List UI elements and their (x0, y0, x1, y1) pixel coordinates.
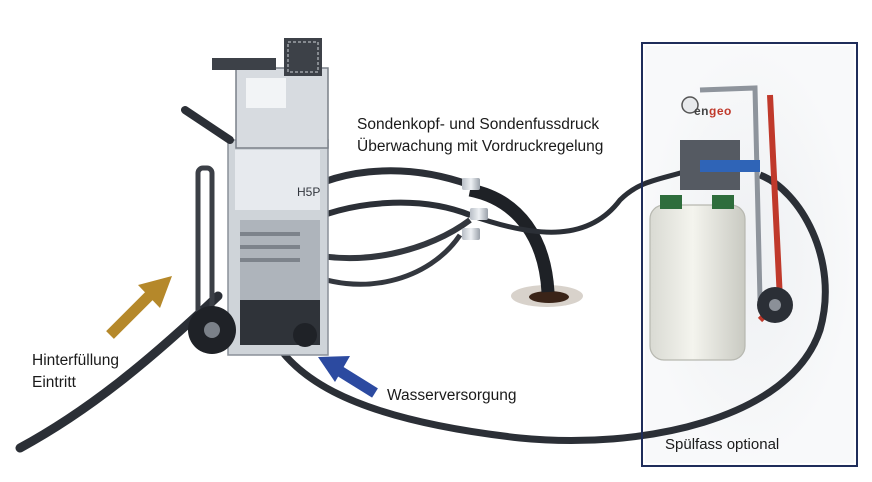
borehole-opening (529, 291, 569, 303)
water-supply-caption: Wasserversorgung (387, 387, 517, 404)
flush-barrel-trolley (649, 85, 793, 361)
svg-text:H5P: H5P (297, 185, 320, 199)
backfill-caption: Hinterfüllung Eintritt (32, 350, 119, 394)
water-supply-arrow (318, 356, 378, 398)
backfill-caption-line2: Eintritt (32, 374, 76, 391)
engeo-logo: engeo (694, 104, 732, 118)
probe-caption-line1: Sondenkopf- und Sondenfussdruck (357, 116, 600, 133)
fitting-1 (462, 178, 480, 190)
water-supply-hose (254, 171, 829, 445)
probe-pressure-caption: Sondenkopf- und Sondenfussdruck Überwach… (357, 114, 603, 158)
fitting-2 (470, 208, 488, 220)
grouting-machine: H5P (181, 38, 329, 356)
probe-caption-line2: Überwachung mit Vordruckregelung (357, 138, 604, 155)
fitting-3 (462, 228, 480, 240)
backfill-arrow (106, 276, 172, 339)
optional-equipment-frame (641, 42, 858, 467)
barrel-hose (469, 167, 691, 235)
probe-hose-main (468, 183, 555, 293)
flush-barrel-caption: Spülfass optional (665, 436, 780, 453)
backfill-caption-line1: Hinterfüllung (32, 352, 120, 369)
